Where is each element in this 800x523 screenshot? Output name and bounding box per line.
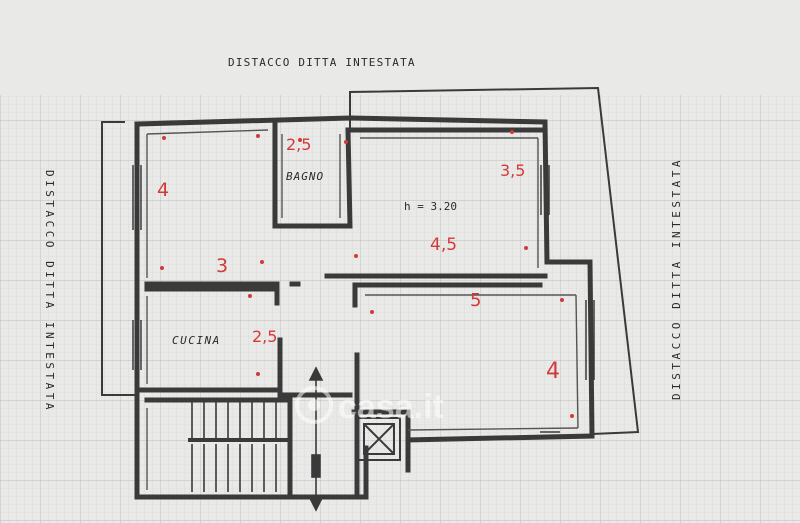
living-dim-right: 3,5 [500, 161, 525, 180]
windows [132, 165, 595, 433]
surroundings-top-label: DISTACCO DITTA INTESTATA [228, 56, 416, 69]
watermark-text: casa.it [338, 388, 444, 426]
elevator-shaft [357, 417, 401, 461]
balcony-outline [101, 86, 640, 435]
casa-it-watermark: casa.it [295, 386, 444, 426]
bathroom-dimension: 2,5 [286, 135, 311, 154]
bedroom-left-dim-bottom: 3 [216, 255, 228, 277]
kitchen-dimension: 2,5 [252, 327, 277, 346]
walls [134, 115, 595, 500]
surroundings-left-label: DISTACCO DITTA INTESTATA [43, 170, 56, 413]
bathroom-label: BAGNO [286, 170, 324, 183]
wall-inner-lines [146, 129, 579, 490]
bedroom-right-dim-top: 5 [470, 290, 481, 311]
casa-logo-icon [295, 386, 333, 424]
staircase [188, 366, 324, 512]
living-height-note: h = 3.20 [404, 200, 457, 213]
survey-dots [160, 130, 574, 418]
living-dim-bottom: 4,5 [430, 235, 457, 255]
bedroom-left-dim-side: 4 [157, 179, 169, 201]
bedroom-right-dim-side: 4 [546, 359, 560, 384]
surroundings-right-label: DISTACCO DITTA INTESTATA [670, 157, 683, 400]
kitchen-label: CUCINA [172, 334, 221, 347]
